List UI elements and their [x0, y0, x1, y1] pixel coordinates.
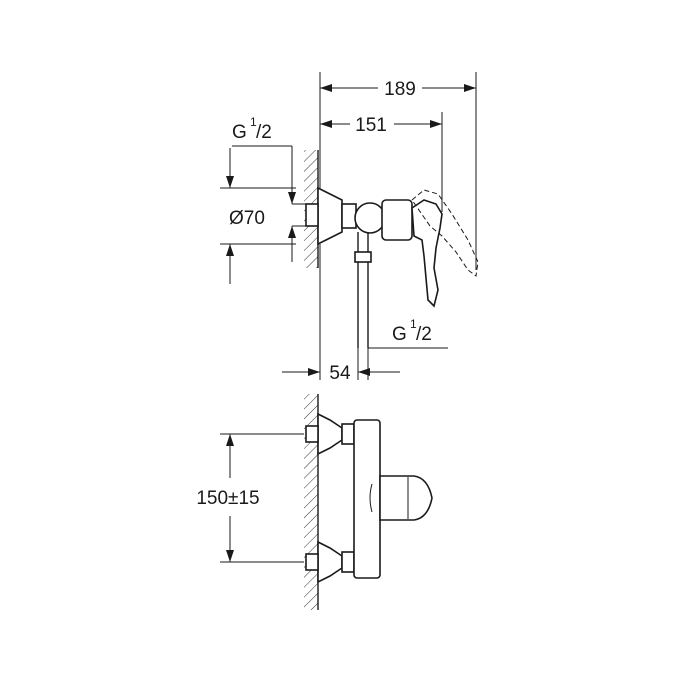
connector-side	[341, 203, 357, 229]
arrow-54-right	[358, 368, 370, 376]
arrow-151-right	[430, 120, 442, 128]
arrow-g-top-b	[288, 226, 296, 238]
svg-text:/2: /2	[256, 122, 272, 143]
front-view: 150±15	[196, 394, 433, 610]
inlet-top-front	[305, 425, 319, 443]
rosette-side	[317, 186, 343, 246]
thread-label-bottom: G 1 /2	[392, 317, 432, 345]
housing-side	[381, 199, 413, 241]
inlet-bottom-front	[305, 553, 319, 571]
lever-handle-side	[411, 199, 443, 308]
arrow-150-top	[226, 434, 234, 446]
svg-text:G: G	[392, 324, 407, 345]
lever-front-detail	[369, 483, 373, 513]
nut-bottom-front	[341, 551, 355, 573]
svg-text:1: 1	[410, 317, 417, 331]
arrow-189-right	[464, 84, 476, 92]
thread-label-top: G 1 /2	[232, 115, 272, 143]
arrow-189-left	[320, 84, 332, 92]
arrow-70-bottom	[226, 244, 234, 256]
inlet-nipple-side	[305, 203, 319, 227]
lever-front	[379, 475, 433, 521]
dim-54: 54	[329, 363, 351, 384]
dim-151: 151	[355, 115, 387, 136]
valve-ball-side	[354, 202, 386, 234]
arrow-g-top-a	[288, 192, 296, 204]
svg-text:1: 1	[250, 115, 257, 129]
nut-top-front	[341, 423, 355, 445]
mixer-body-front	[353, 419, 381, 579]
side-view: 189 151 54 Ø70 G 1 /2	[220, 72, 479, 384]
svg-text:G: G	[232, 122, 247, 143]
lever-ghost-side	[411, 189, 479, 277]
arrow-151-left	[320, 120, 332, 128]
svg-text:/2: /2	[416, 324, 432, 345]
arrow-54-left	[308, 368, 320, 376]
rosette-top-front	[317, 412, 343, 456]
arrow-150-bottom	[226, 550, 234, 562]
dim-150: 150±15	[196, 488, 259, 509]
arrow-70-top	[226, 176, 234, 188]
outlet-nut	[354, 251, 372, 263]
dim-189: 189	[384, 79, 416, 100]
rosette-bottom-front	[317, 540, 343, 584]
dim-70: Ø70	[229, 208, 265, 229]
